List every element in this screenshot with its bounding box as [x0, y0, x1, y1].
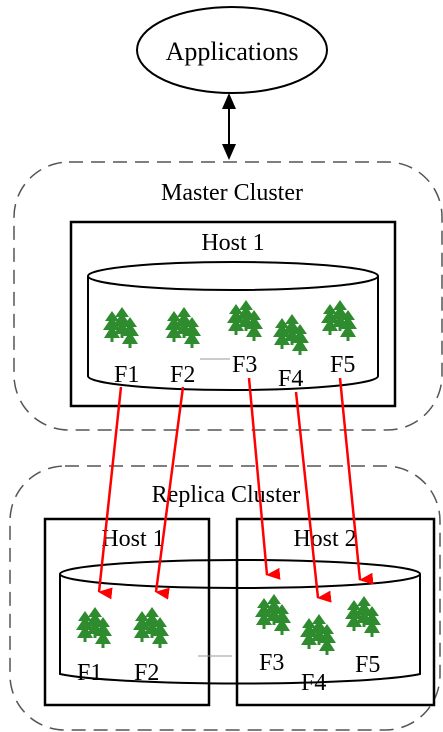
replication-arrow-icon [338, 377, 374, 585]
master-fileset-label: F5 [330, 352, 355, 378]
master-disk [87, 261, 379, 391]
replica-fileset-label: F2 [134, 660, 159, 686]
replica-fileset-label: F1 [77, 660, 102, 686]
replica-cluster-label: Replica Cluster [152, 482, 301, 508]
replica-host-2-label: Host 2 [293, 526, 356, 552]
master-cluster-label: Master Cluster [161, 180, 303, 206]
replica-host-1-label: Host 1 [101, 526, 164, 552]
replication-arrow-icon [154, 386, 185, 600]
master-fileset-label: F4 [278, 366, 303, 392]
replica-host-1 [43, 517, 211, 707]
master-host-1-label: Host 1 [201, 230, 264, 256]
master-fileset-label: F2 [170, 362, 195, 388]
replica-fileset-label: F3 [259, 650, 284, 676]
replication-arrow-icon [97, 386, 123, 600]
master-fileset-label: F1 [114, 362, 139, 388]
replication-arrow-icon [294, 391, 332, 603]
master-cluster [13, 161, 443, 431]
bidirectional-arrow-icon [222, 93, 236, 160]
applications-node [136, 6, 328, 94]
applications-label: Applications [166, 37, 299, 66]
master-fileset-label: F3 [232, 352, 257, 378]
replication-arrow-icon [247, 377, 281, 580]
replica-fileset-label: F4 [301, 670, 326, 696]
replica-cluster [9, 465, 441, 731]
replica-fileset-label: F5 [355, 652, 380, 678]
replica-disk [59, 559, 421, 685]
